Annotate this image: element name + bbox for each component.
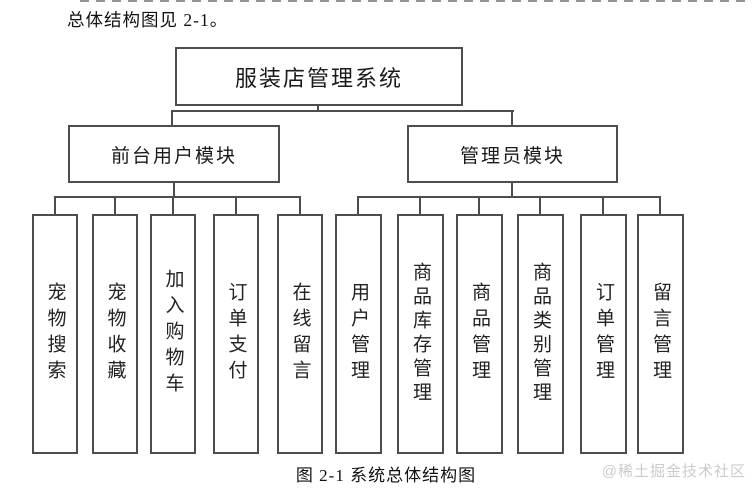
- connector-line: [659, 196, 661, 214]
- connector-line: [114, 196, 116, 214]
- connector-line: [172, 196, 174, 214]
- leaf-node-label: 宠物收藏: [104, 282, 126, 386]
- connector-line: [419, 196, 421, 214]
- body-text: 总体结构图见 2-1。: [67, 10, 229, 30]
- figure-caption: 图 2-1 系统总体结构图: [295, 466, 477, 485]
- leaf-node-label: 留言管理: [650, 282, 671, 386]
- connector-line: [235, 196, 237, 214]
- connector-line: [54, 196, 301, 198]
- branch-node-label: 前台用户模块: [110, 145, 237, 167]
- leaf-node-label: 商品管理: [469, 282, 490, 386]
- connector-line: [357, 196, 359, 214]
- connector-line: [511, 110, 513, 126]
- connector-line: [539, 196, 541, 214]
- connector-line: [299, 196, 301, 214]
- branch-node-admin: 管理员模块: [407, 125, 618, 183]
- leaf-node-product-management: 商品管理: [456, 214, 503, 454]
- leaf-node-add-to-cart: 加入购物车: [150, 214, 196, 454]
- connector-line: [171, 110, 173, 126]
- leaf-node-order-management: 订单管理: [580, 214, 627, 454]
- connector-line: [357, 196, 661, 198]
- watermark-text: @稀土掘金技术社区: [601, 463, 746, 480]
- root-node-label: 服装店管理系统: [234, 65, 403, 91]
- connector-line: [602, 196, 604, 214]
- branch-node-label: 管理员模块: [459, 145, 565, 167]
- root-node: 服装店管理系统: [175, 47, 463, 106]
- leaf-node-category-management: 商品类别管理: [517, 214, 564, 454]
- leaf-node-label: 商品库存管理: [410, 262, 431, 406]
- leaf-node-label: 用户管理: [348, 282, 369, 386]
- leaf-node-label: 加入购物车: [162, 269, 184, 399]
- connector-line: [317, 105, 319, 112]
- leaf-node-label: 订单管理: [593, 282, 614, 386]
- cropped-text-artifact: [80, 0, 752, 2]
- connector-line: [54, 196, 56, 214]
- leaf-node-inventory-management: 商品库存管理: [397, 214, 444, 454]
- leaf-node-user-management: 用户管理: [335, 214, 382, 454]
- leaf-node-label: 在线留言: [289, 282, 311, 386]
- leaf-node-message-management: 留言管理: [637, 214, 684, 454]
- connector-line: [171, 110, 514, 112]
- leaf-node-pet-favorites: 宠物收藏: [92, 214, 138, 454]
- leaf-node-label: 宠物搜索: [44, 282, 66, 386]
- leaf-node-order-payment: 订单支付: [213, 214, 259, 454]
- leaf-node-online-message: 在线留言: [277, 214, 323, 454]
- connector-line: [478, 196, 480, 214]
- connector-line: [511, 183, 513, 197]
- leaf-node-label: 订单支付: [225, 282, 247, 386]
- leaf-node-pet-search: 宠物搜索: [32, 214, 78, 454]
- connector-line: [173, 183, 175, 197]
- leaf-node-label: 商品类别管理: [530, 262, 551, 406]
- branch-node-front-user: 前台用户模块: [68, 125, 280, 183]
